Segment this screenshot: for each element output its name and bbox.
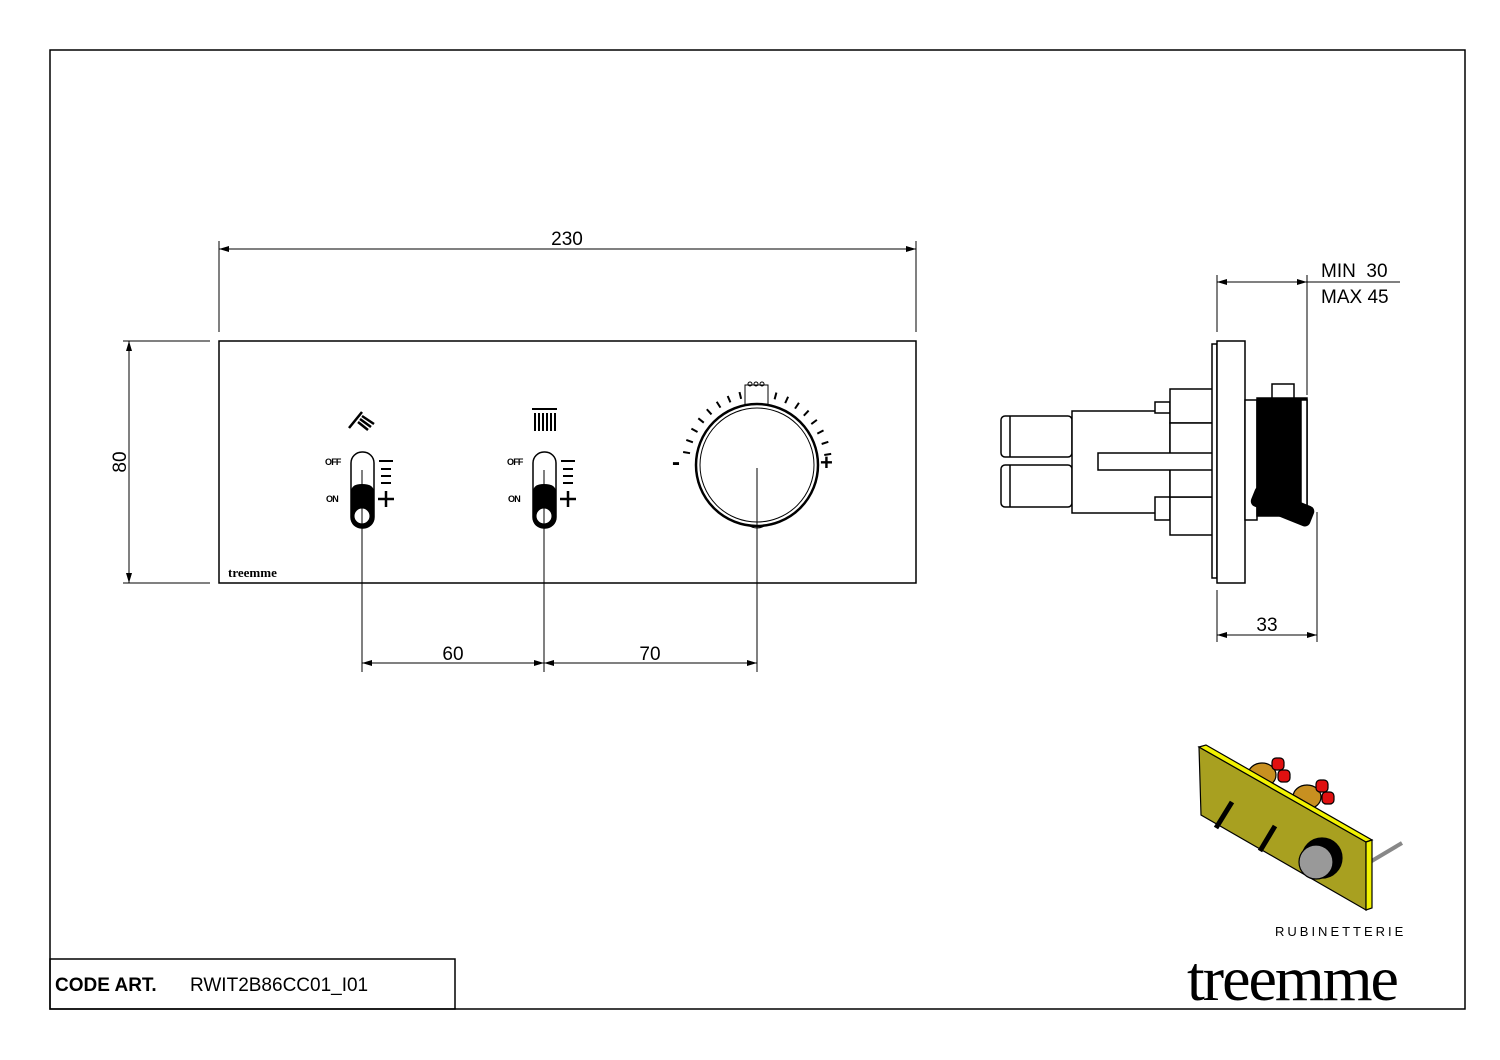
dimension-depth-min: MIN 30 [1321,261,1388,282]
brand-tagline: RUBINETTERIE [1275,924,1406,939]
dimension-depth: 33 [1256,615,1277,636]
plate-logo: treemme [228,565,277,580]
dimension-spacing-2: 70 [639,644,660,665]
dimension-height: 80 [110,451,131,472]
title-block [49,958,456,1010]
scale-tick [794,402,800,410]
brand-name: treemme [1187,943,1397,1014]
toggle-on-label: ON [508,494,520,504]
scale-tick [810,419,818,425]
scale-tick [773,392,778,400]
scale-tick [706,408,713,416]
knob-indicator [744,384,769,406]
front-view: treemme OFF ON OFF ON [218,340,917,672]
scale-tick [685,439,694,444]
dimension-spacing-1: 60 [442,644,463,665]
drawing-frame [49,49,1466,1010]
dimensions [123,241,917,666]
knob-min-symbol: - [672,449,680,476]
scale-tick [803,409,810,417]
scale-tick [784,396,790,404]
dimension-depth-max: MAX 45 [1321,287,1389,308]
code-art-label: CODE ART. [55,975,157,996]
scale-tick [682,450,691,455]
isometric-product-view [1197,744,1404,912]
flow-scale-icon [378,460,394,507]
knob-max-symbol: + [820,450,833,475]
scale-tick [715,401,722,409]
scale-tick [690,427,699,433]
toggle-on-label: ON [326,494,338,504]
flow-scale-icon [560,460,576,507]
toggle-off-label: OFF [507,457,524,467]
dimension-width: 230 [551,229,583,250]
hand-shower-icon [348,411,375,431]
scale-tick [738,391,743,400]
scale-tick [697,417,705,424]
code-art-value: RWIT2B86CC01_I01 [190,975,368,996]
temperature-scale-ticks [682,391,832,456]
brand-logo: RUBINETTERIE treemme [1187,924,1406,1014]
toggle-off-label: OFF [325,457,342,467]
overhead-shower-icon [532,408,557,431]
scale-tick [726,395,732,403]
scale-tick [816,429,824,435]
side-view [1000,340,1315,584]
scale-tick [821,440,829,445]
scale-tick [824,452,832,456]
side-dimensions [1216,275,1400,642]
